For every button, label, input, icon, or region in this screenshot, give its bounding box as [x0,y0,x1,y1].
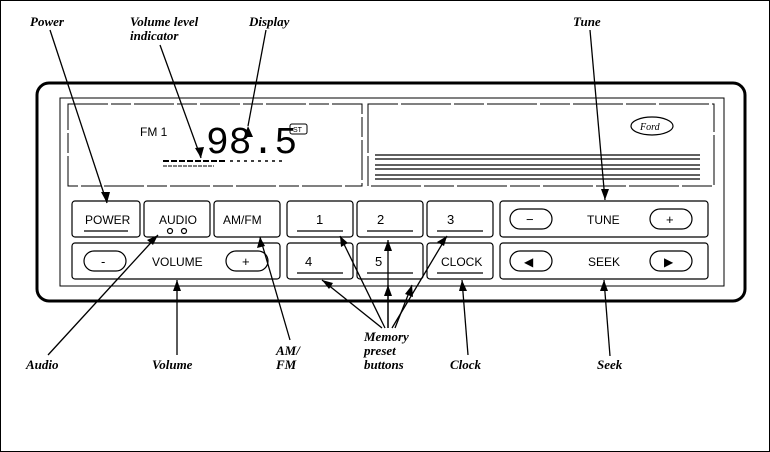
tune-rocker[interactable] [499,200,709,238]
seek-rocker[interactable] [499,242,709,280]
leader-seek [603,279,611,357]
tune-label: TUNE [587,213,620,227]
audio-button-label: AUDIO [159,213,197,227]
seek-left-icon: ◀ [524,255,534,269]
display-panel: FM 1 98.5 ST Ford [67,103,715,187]
leader-tune [589,29,606,201]
volume-rocker[interactable] [71,242,281,280]
leader-power [49,29,108,204]
preset-4-button[interactable] [286,242,354,280]
power-button-label: POWER [85,213,131,227]
am-fm-button-label: AM/FM [223,213,262,227]
preset-2-button[interactable] [356,200,424,238]
frequency-readout: 98.5 [206,122,297,165]
stereo-badge [289,123,308,135]
clock-button[interactable] [426,242,494,280]
preset-2-label: 2 [377,212,384,227]
callout-clock: Clock [450,357,482,372]
callout-volume-level: Volume level indicator [130,14,199,43]
leader-memory-4 [321,279,383,329]
preset-3-button[interactable] [426,200,494,238]
tune-down-button[interactable] [509,208,553,230]
callout-am-fm: AM/ FM [276,343,300,372]
seek-back-button[interactable] [509,250,553,272]
tune-minus-label: − [526,212,534,227]
callout-display: Display [249,14,290,29]
volume-down-button[interactable] [83,250,127,272]
leader-volume-level [159,44,202,159]
seek-right-icon: ▶ [664,255,674,269]
callout-audio: Audio [26,357,59,372]
preset-1-button[interactable] [286,200,354,238]
leader-clock [461,279,469,356]
cassette-slot [375,154,700,180]
leader-memory-1 [339,235,386,329]
seek-forward-button[interactable] [649,250,693,272]
callout-volume: Volume [152,357,193,372]
volume-minus-label: - [101,254,105,269]
callout-seek: Seek [597,357,623,372]
band-label: FM 1 [140,125,168,139]
preset-4-label: 4 [305,254,312,269]
ford-logo [630,116,674,136]
callout-tune: Tune [573,14,601,29]
preset-5-label: 5 [375,254,382,269]
callout-memory-presets: Memory preset buttons [364,329,409,372]
volume-level-indicator [163,160,286,167]
clock-label: CLOCK [441,255,482,269]
seek-label: SEEK [588,255,620,269]
audio-button[interactable] [143,200,211,238]
am-fm-button[interactable] [213,200,281,238]
volume-plus-label: + [242,254,250,269]
leader-arrowheads [101,126,609,297]
button-row-top [71,200,709,238]
volume-up-button[interactable] [225,250,269,272]
leader-lines [47,29,611,357]
stereo-badge-text: ST [293,127,303,134]
tune-plus-label: + [666,212,674,227]
tune-up-button[interactable] [649,208,693,230]
preset-1-label: 1 [316,212,323,227]
leader-audio [47,234,159,356]
button-row-bottom [71,242,709,280]
faceplate [59,97,725,287]
leader-am-fm [259,236,291,341]
preset-3-label: 3 [447,212,454,227]
volume-label: VOLUME [152,255,203,269]
leader-display [247,29,267,127]
callout-power: Power [30,14,64,29]
preset-5-button[interactable] [356,242,424,280]
ford-logo-text: Ford [639,122,661,133]
radio-bezel [35,81,747,303]
